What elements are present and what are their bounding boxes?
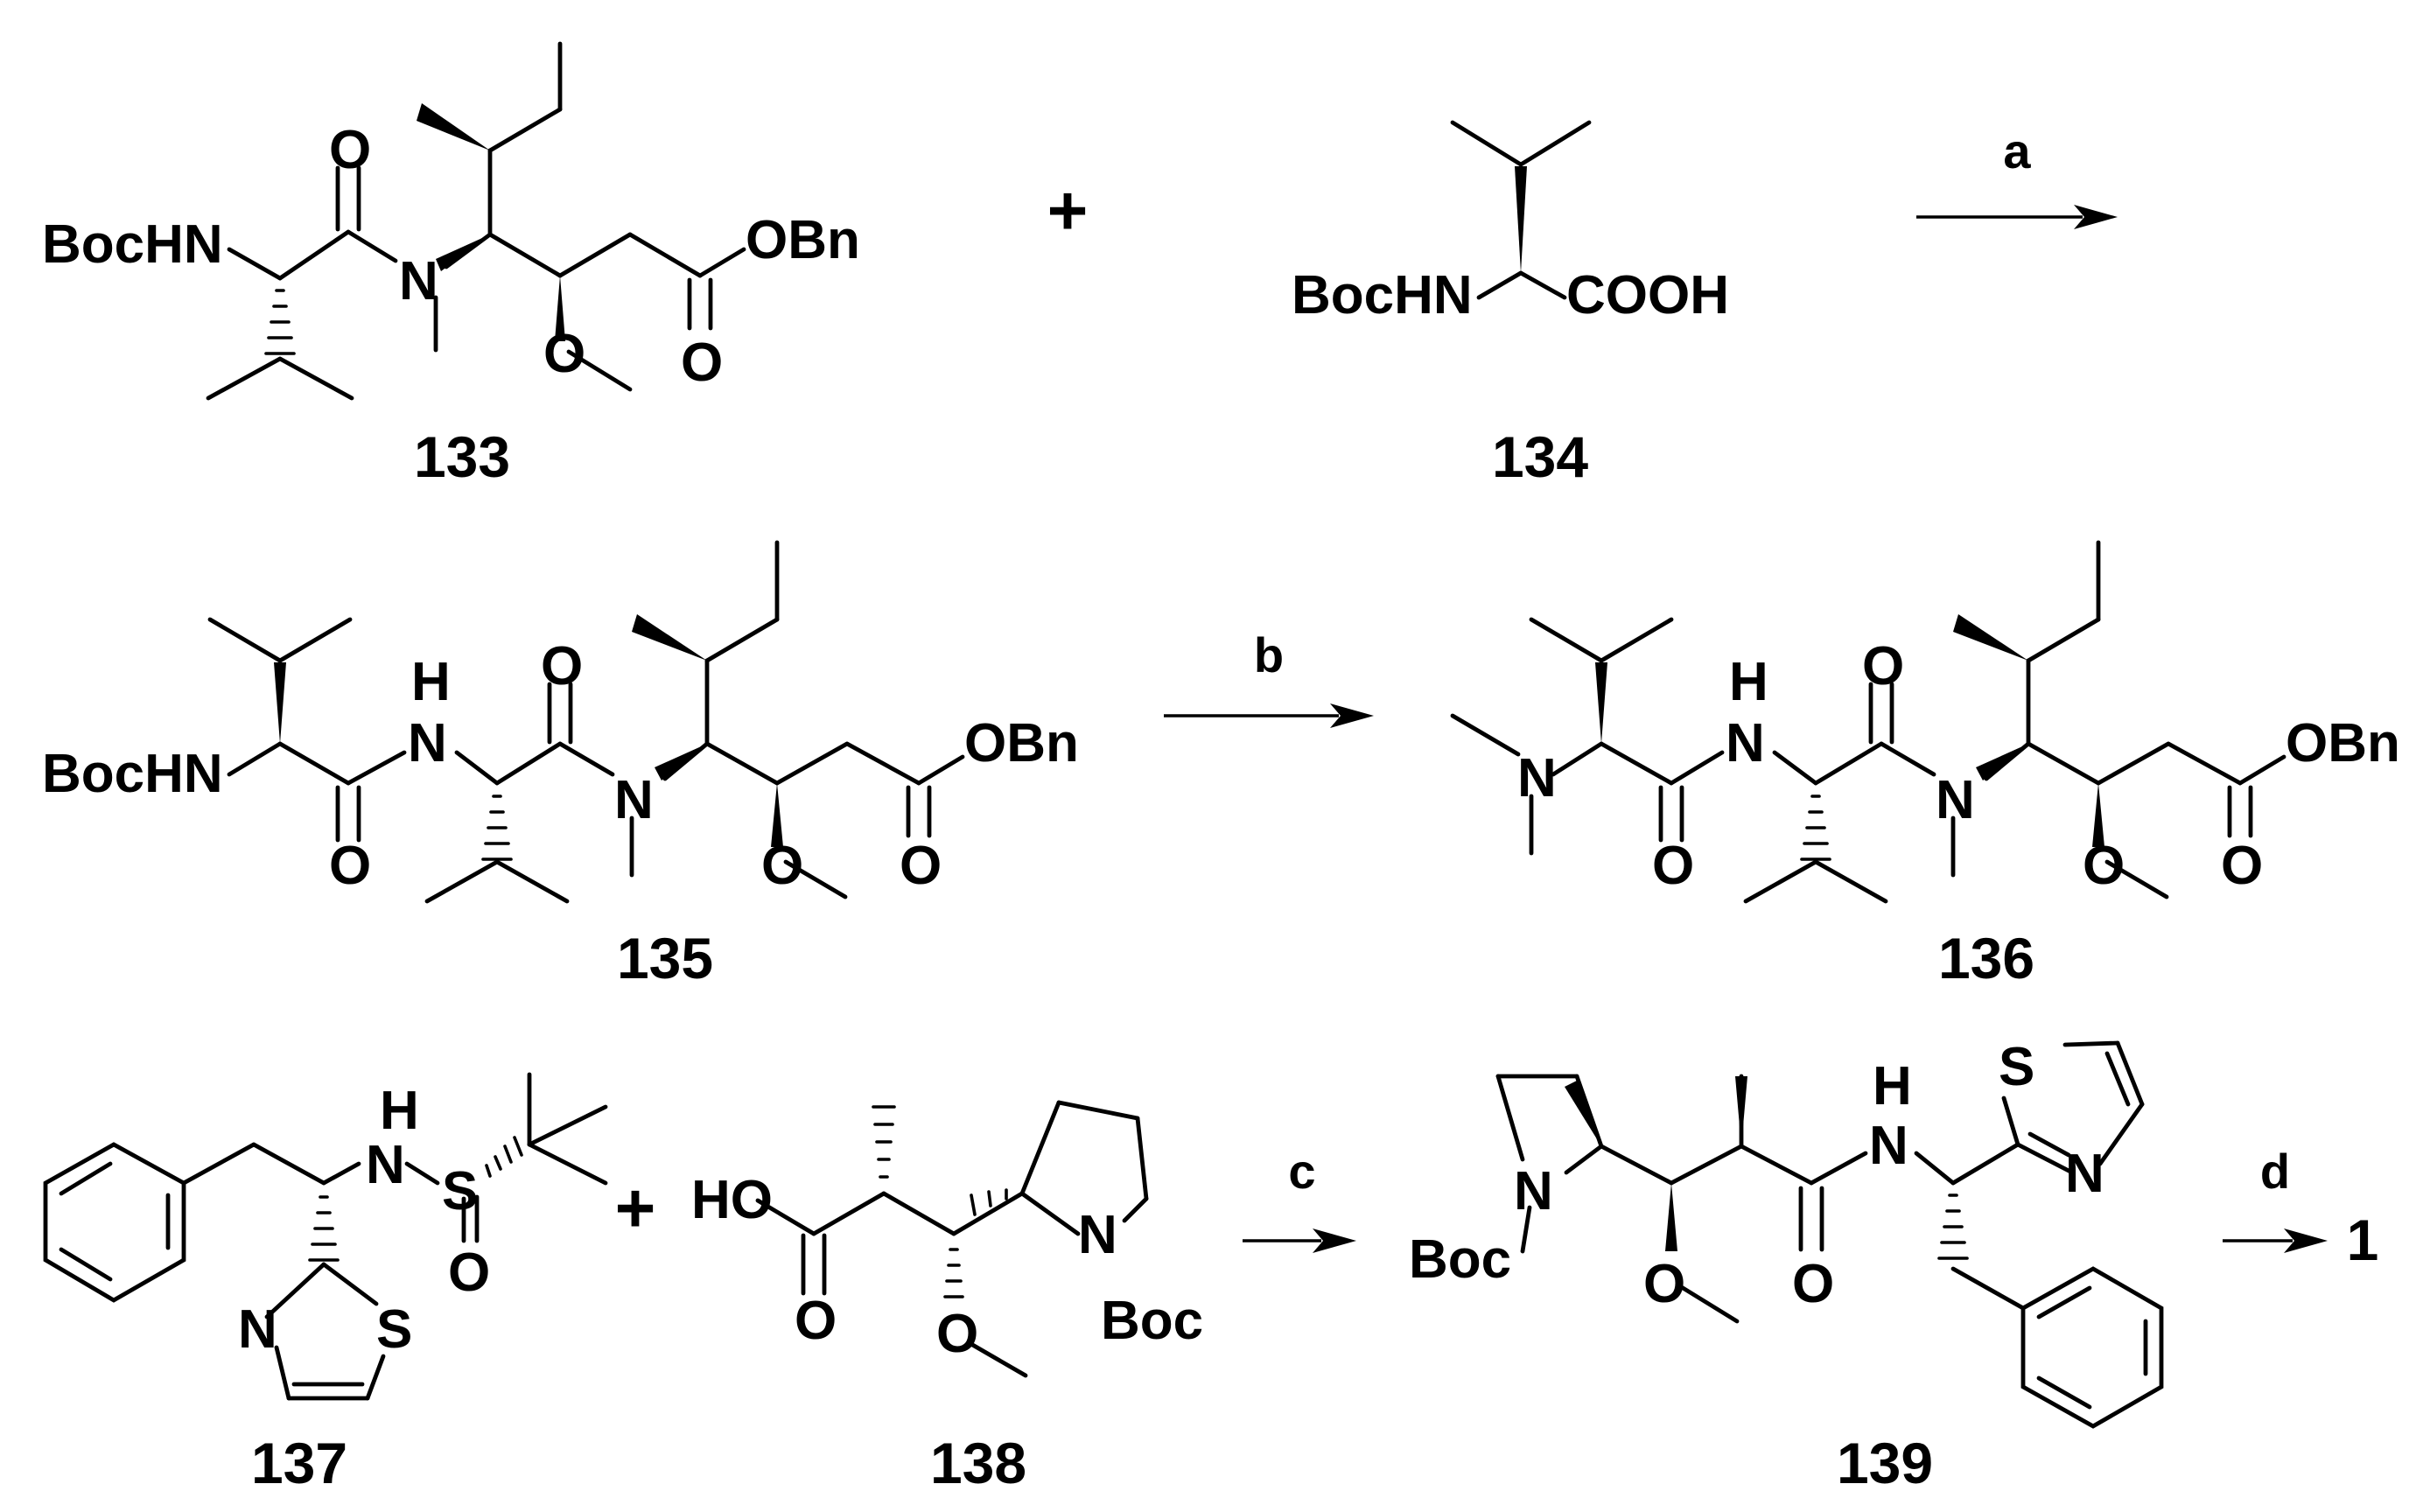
reaction-condition-d: d <box>2260 1144 2290 1199</box>
compound-number-138: 138 <box>930 1431 1026 1495</box>
compound-133: BocHN O N O O OBn 133 <box>42 41 860 489</box>
dimethylamine-nitrogen-136: N <box>1517 748 1557 808</box>
compound-139: N Boc O O H N S N 139 <box>1409 1037 2164 1495</box>
sulfinamide-h-137: H <box>380 1081 419 1141</box>
compound-136: N O H N O N O O OBn 136 <box>1450 540 2400 990</box>
benzyl-ester-label-135: OBn <box>964 713 1079 774</box>
amide-nitrogen-139: N <box>1869 1116 1908 1176</box>
plus-sign-2: + <box>615 1169 656 1247</box>
methoxy-oxygen-138: O <box>936 1304 978 1364</box>
amide-oxygen-1-135: O <box>329 836 371 896</box>
pyrrolidine-nitrogen-139: N <box>1514 1161 1553 1222</box>
compound-number-137: 137 <box>251 1431 347 1495</box>
thiazole-sulfur-137: S <box>376 1299 412 1360</box>
benzyl-ester-label-136: OBn <box>2286 713 2400 774</box>
sulfinyl-oxygen-137: O <box>448 1242 490 1303</box>
compound-number-134: 134 <box>1492 424 1588 489</box>
bochn-label-135: BocHN <box>42 744 223 804</box>
ester-carbonyl-oxygen-135: O <box>900 836 942 896</box>
hydroxyl-label-138: HO <box>691 1170 773 1230</box>
reaction-arrow-d: d 1 <box>2223 1144 2378 1272</box>
reaction-arrow-b: b <box>1164 627 1374 728</box>
amide-h-135: H <box>411 652 451 712</box>
ester-carbonyl-oxygen-136: O <box>2221 836 2263 896</box>
compound-137: H N S O N S 137 <box>43 1072 608 1495</box>
methoxy-oxygen-135: O <box>761 836 803 896</box>
carbonyl-oxygen-138: O <box>795 1291 837 1351</box>
amide-oxygen-2-135: O <box>541 636 583 696</box>
benzyl-ester-label-133: OBn <box>746 210 860 270</box>
amide-nitrogen-2-136: N <box>1936 770 1975 830</box>
compound-134: BocHN COOH 134 <box>1292 120 1729 489</box>
amide-nitrogen-1-136: N <box>1726 713 1765 774</box>
compound-number-133: 133 <box>414 424 510 489</box>
methoxy-oxygen-133: O <box>543 324 585 384</box>
final-product-number: 1 <box>2347 1208 2379 1272</box>
ester-carbonyl-oxygen-133: O <box>681 332 723 393</box>
thiazole-nitrogen-137: N <box>238 1299 277 1360</box>
reaction-condition-b: b <box>1254 627 1284 682</box>
amide-nitrogen-133: N <box>399 251 438 312</box>
amide-nitrogen-1-135: N <box>408 713 447 774</box>
reaction-arrow-c: c <box>1243 1144 1356 1253</box>
carbonyl-oxygen-139: O <box>1792 1254 1834 1314</box>
compound-138: HO O O N Boc 138 <box>691 1100 1203 1495</box>
reaction-arrow-a: a <box>1916 123 2118 229</box>
compound-number-136: 136 <box>1938 926 2034 990</box>
boc-label-138: Boc <box>1101 1291 1203 1351</box>
compound-135: BocHN O H N O N O O OBn 135 <box>42 540 1079 990</box>
reaction-condition-a: a <box>2003 123 2031 178</box>
bochn-label-134: BocHN <box>1292 265 1473 326</box>
bochn-label-133: BocHN <box>42 214 223 275</box>
boc-label-139: Boc <box>1409 1229 1511 1290</box>
amide-h-139: H <box>1873 1056 1912 1116</box>
amide-h-136: H <box>1729 652 1768 712</box>
amide-oxygen-2-136: O <box>1862 636 1904 696</box>
carboxylic-acid-label-134: COOH <box>1566 265 1729 326</box>
thiazole-sulfur-139: S <box>1999 1037 2034 1097</box>
amide-nitrogen-2-135: N <box>614 770 654 830</box>
amide-oxygen-133: O <box>329 120 371 180</box>
compound-number-139: 139 <box>1837 1431 1933 1495</box>
sulfinamide-nitrogen-137: N <box>366 1135 405 1195</box>
compound-number-135: 135 <box>617 926 713 990</box>
methoxy-oxygen-139: O <box>1643 1254 1685 1314</box>
amide-oxygen-1-136: O <box>1652 836 1694 896</box>
reaction-condition-c: c <box>1288 1144 1315 1199</box>
thiazole-nitrogen-139: N <box>2065 1144 2104 1204</box>
sulfur-137: S <box>442 1161 478 1222</box>
pyrrolidine-nitrogen-138: N <box>1078 1205 1117 1265</box>
methoxy-oxygen-136: O <box>2083 836 2125 896</box>
plus-sign-1: + <box>1047 172 1089 249</box>
